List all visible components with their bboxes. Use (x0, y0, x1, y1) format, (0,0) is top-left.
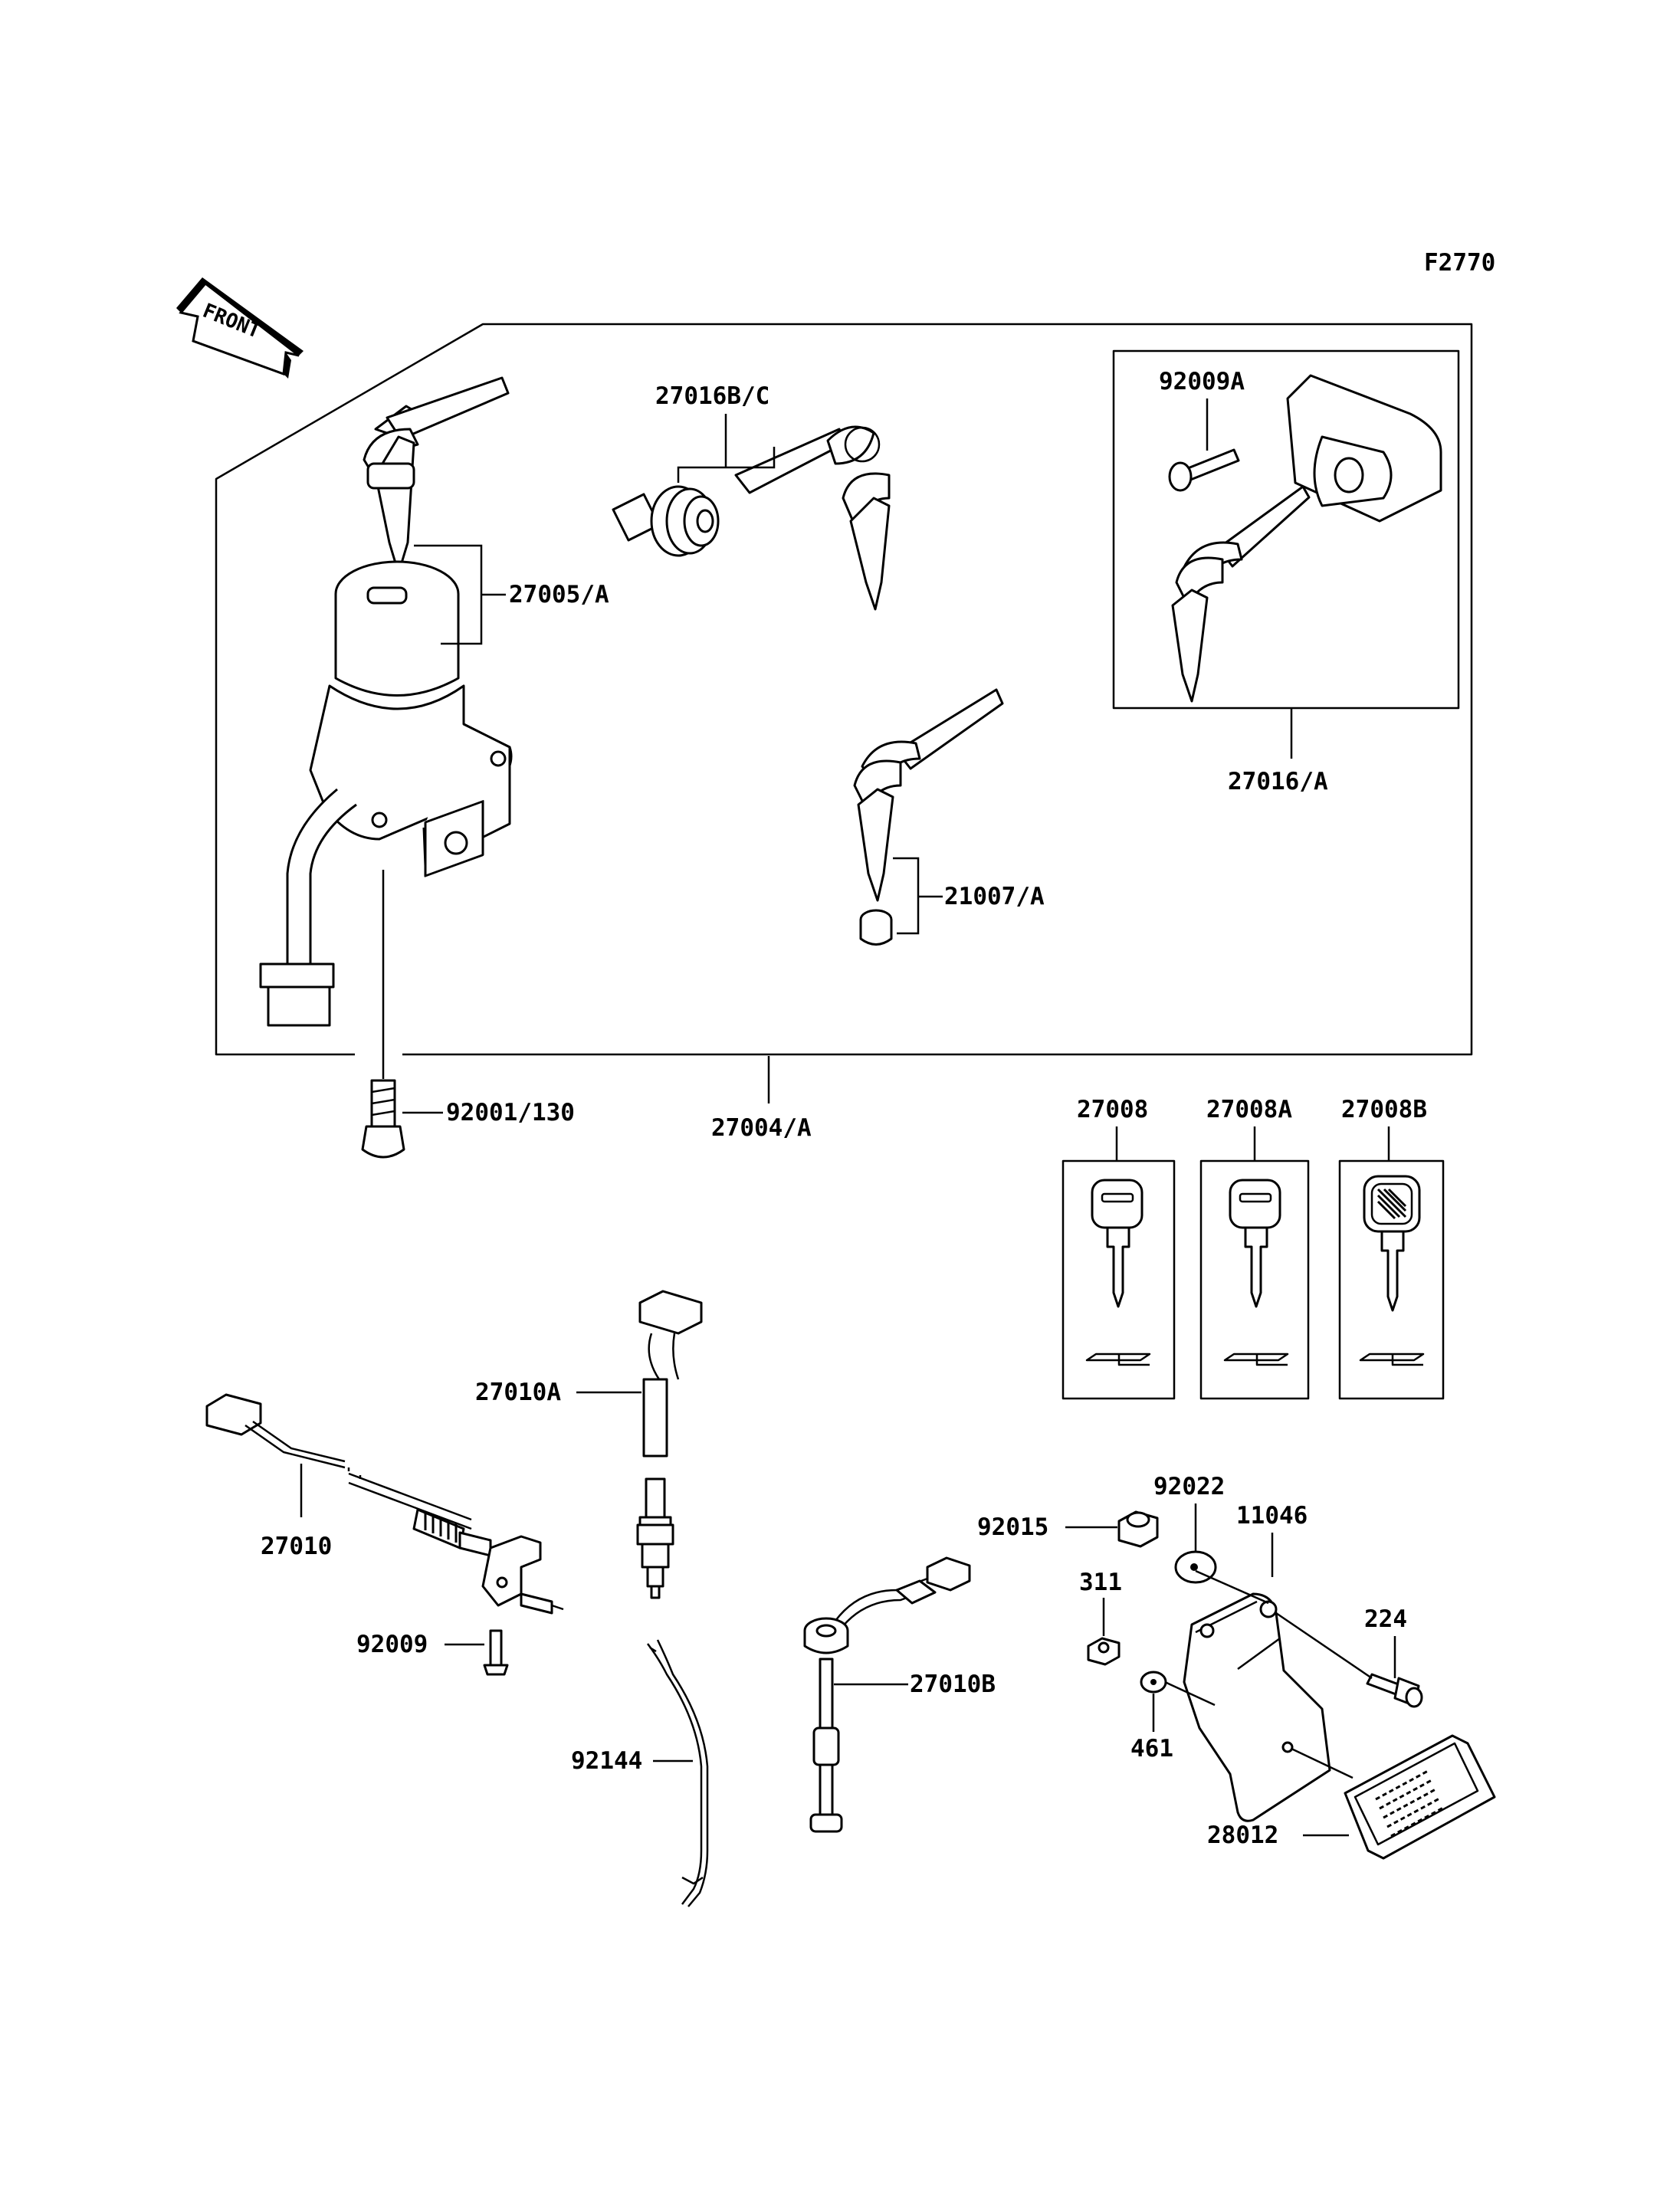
sensor-27010a (636, 1290, 703, 1599)
label-27008b: 27008B (1341, 1096, 1427, 1123)
fuel-lock-cylinder (612, 485, 720, 557)
seat-lock-key-icon (1171, 485, 1311, 703)
washer-461 (1140, 1671, 1167, 1694)
label-27008: 27008 (1077, 1096, 1148, 1123)
label-92144: 92144 (571, 1747, 642, 1775)
switch-27010 (205, 1393, 564, 1615)
key-27008a-icon (1223, 1179, 1289, 1366)
key-card-27008b (1338, 1159, 1445, 1400)
blank-key-icon (853, 688, 1004, 902)
ignition-key-icon (363, 376, 510, 575)
label-311: 311 (1079, 1569, 1122, 1596)
seat-lock-kit-frame (1112, 349, 1460, 710)
plate-28012 (1344, 1734, 1496, 1860)
main-kit-frame (215, 323, 1473, 1056)
key-card-27008 (1061, 1159, 1176, 1400)
bolt-224 (1366, 1673, 1423, 1708)
screw-92009a (1168, 448, 1240, 492)
label-11046: 11046 (1236, 1502, 1308, 1530)
label-92015: 92015 (977, 1513, 1048, 1541)
label-27010: 27010 (261, 1533, 332, 1560)
label-27008a: 27008A (1206, 1096, 1292, 1123)
ignition-switch (259, 376, 513, 1027)
label-92009a: 92009A (1159, 368, 1245, 395)
label-27010a: 27010A (475, 1379, 561, 1406)
label-224: 224 (1364, 1605, 1407, 1633)
sensor-27010b (803, 1556, 971, 1833)
label-27004a: 27004/A (711, 1114, 812, 1142)
bolt-92001 (361, 1079, 405, 1159)
label-92009: 92009 (356, 1631, 428, 1658)
label-92001: 92001/130 (446, 1099, 575, 1126)
label-21007a: 21007/A (944, 883, 1045, 910)
label-28012: 28012 (1207, 1822, 1278, 1849)
key-card-27008a (1199, 1159, 1310, 1400)
screw-92009 (483, 1629, 509, 1676)
nut-92015 (1117, 1510, 1159, 1548)
key-cylinder-21007 (859, 909, 893, 946)
wire-92144 (646, 1639, 709, 1907)
label-27005a: 27005/A (509, 581, 609, 608)
label-27010b: 27010B (910, 1671, 996, 1698)
bracket-11046 (1183, 1592, 1331, 1822)
leader-21007a (893, 857, 920, 935)
key-27008b-icon (1359, 1175, 1425, 1366)
label-461: 461 (1130, 1735, 1173, 1763)
seat-lock-body (1286, 374, 1442, 523)
fuel-lock-key-icon (734, 425, 891, 611)
nut-311 (1087, 1637, 1121, 1666)
front-arrow-icon: FRONT (176, 277, 304, 379)
label-27016a: 27016/A (1228, 768, 1328, 795)
label-27016bc: 27016B/C (655, 382, 769, 410)
label-92022: 92022 (1153, 1473, 1225, 1500)
key-27008-icon (1085, 1179, 1151, 1366)
diagram-code: F2770 (1424, 249, 1495, 277)
